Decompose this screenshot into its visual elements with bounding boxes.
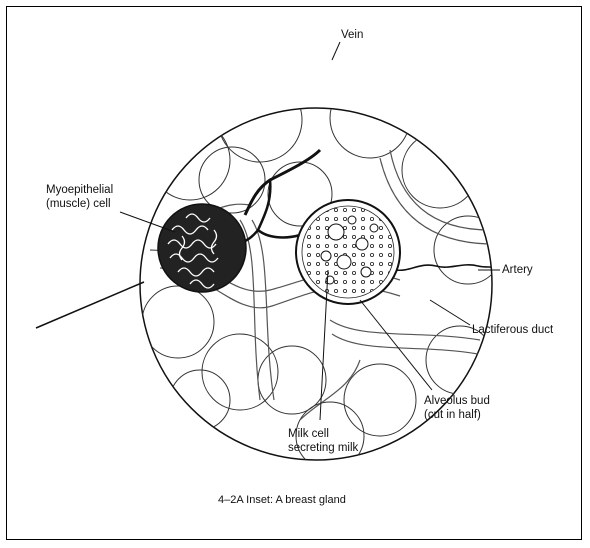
label-milk-cell-line1: Milk cell [288, 427, 329, 441]
label-lactiferous-duct: Lactiferous duct [472, 323, 553, 337]
label-myoepithelial-line1: Myoepithelial [46, 183, 113, 197]
label-alveolus-line2: (cut in half) [424, 408, 481, 422]
label-alveolus-line1: Alveolus bud [424, 394, 490, 408]
pointer-vein [332, 42, 340, 60]
label-myoepithelial-line2: (muscle) cell [46, 197, 111, 211]
alveolus-bud [296, 200, 400, 304]
label-artery: Artery [502, 263, 533, 277]
inset-pointer-line [36, 282, 144, 328]
label-milk-cell-line2: secreting milk [288, 441, 358, 455]
label-vein: Vein [341, 28, 363, 42]
figure-caption: 4–2A Inset: A breast gland [218, 493, 346, 507]
myoepithelial-cell [158, 204, 246, 292]
